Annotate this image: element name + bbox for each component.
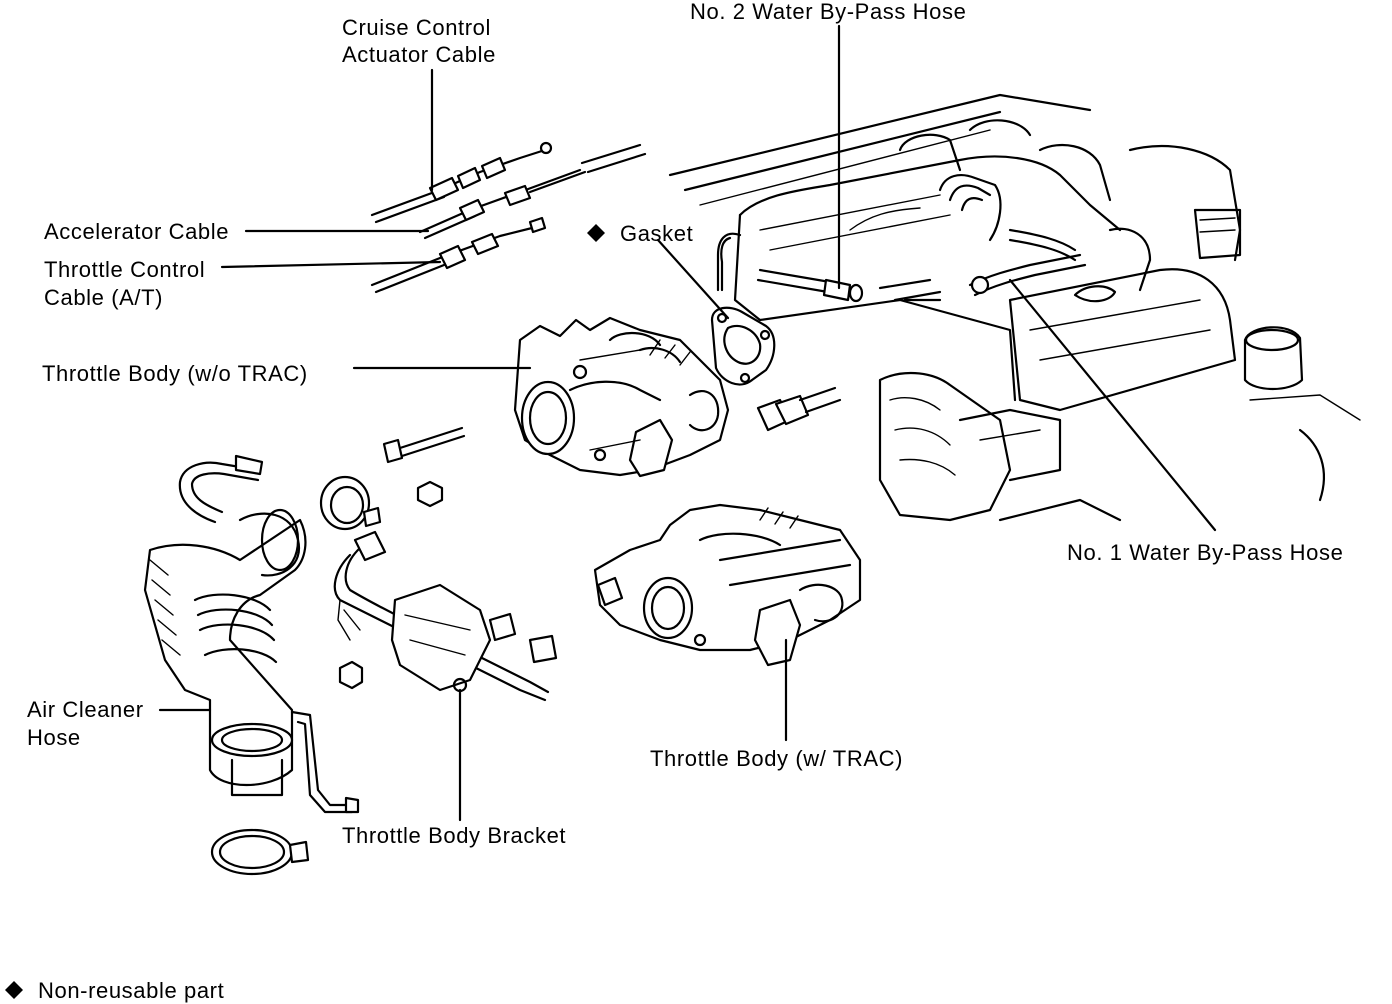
throttle-body-bracket-part xyxy=(333,530,558,702)
label-throttle-control-cable-line2: Cable (A/T) xyxy=(44,285,164,310)
gasket-part xyxy=(710,306,776,386)
label-no1-water-bypass-hose: No. 1 Water By-Pass Hose xyxy=(1067,540,1344,565)
leader-no1-hose xyxy=(1008,278,1217,532)
label-no2-water-bypass-hose: No. 2 Water By-Pass Hose xyxy=(690,0,967,24)
hose-clamp-lower xyxy=(210,828,310,876)
diamond-icon xyxy=(5,981,23,999)
engine-illustration xyxy=(668,93,1361,522)
diamond-icon xyxy=(587,224,605,242)
label-cruise-control-line1: Cruise Control xyxy=(342,15,492,40)
label-accelerator-cable: Accelerator Cable xyxy=(44,219,230,244)
throttle-body-wo-trac-part xyxy=(513,316,730,478)
label-throttle-control-cable-line1: Throttle Control xyxy=(44,257,206,282)
label-air-cleaner-hose-line2: Hose xyxy=(27,725,81,750)
cables-illustration xyxy=(370,141,647,294)
sensor-connector xyxy=(756,386,842,432)
label-cruise-control-line2: Actuator Cable xyxy=(342,42,496,67)
air-cleaner-hose-part xyxy=(143,454,360,814)
nut-part-2 xyxy=(338,660,364,690)
nut-part xyxy=(416,480,444,508)
legend-non-reusable-part: Non-reusable part xyxy=(38,978,225,1003)
leader-gasket xyxy=(656,238,730,320)
label-gasket: Gasket xyxy=(620,221,694,246)
label-throttle-body-wo-trac: Throttle Body (w/o TRAC) xyxy=(42,361,308,386)
throttle-body-w-trac-part xyxy=(593,503,862,667)
bolt-part xyxy=(382,426,466,464)
label-throttle-body-bracket: Throttle Body Bracket xyxy=(342,823,567,848)
leader-lines xyxy=(158,24,1217,822)
label-throttle-body-w-trac: Throttle Body (w/ TRAC) xyxy=(650,746,904,771)
hose-clamp-upper xyxy=(319,475,382,531)
leader-throttle-control xyxy=(220,260,442,269)
label-air-cleaner-hose-line1: Air Cleaner xyxy=(27,697,144,722)
